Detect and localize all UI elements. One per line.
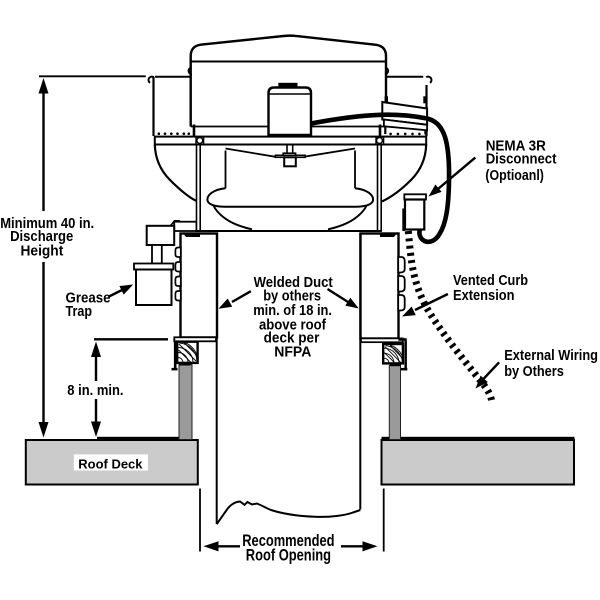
- svg-text:NFPA: NFPA: [274, 345, 311, 361]
- svg-text:Vented Curb: Vented Curb: [453, 273, 528, 289]
- svg-text:min. of 18 in.: min. of 18 in.: [253, 303, 332, 319]
- svg-text:Grease: Grease: [66, 290, 111, 306]
- svg-text:Disconnect: Disconnect: [486, 151, 557, 167]
- svg-text:Trap: Trap: [66, 304, 93, 320]
- svg-text:by others: by others: [263, 289, 321, 305]
- svg-text:Welded Duct: Welded Duct: [254, 275, 333, 291]
- svg-text:NEMA 3R: NEMA 3R: [486, 139, 547, 155]
- svg-text:Roof Deck: Roof Deck: [78, 456, 143, 471]
- svg-text:Roof Opening: Roof Opening: [246, 547, 331, 565]
- svg-text:above roof: above roof: [259, 317, 326, 333]
- svg-text:Discharge: Discharge: [10, 229, 73, 245]
- svg-text:Minimum 40 in.: Minimum 40 in.: [0, 216, 94, 232]
- svg-text:(Optioanl): (Optioanl): [485, 168, 544, 184]
- svg-text:Height: Height: [21, 244, 64, 260]
- svg-text:Recommended: Recommended: [242, 532, 334, 550]
- svg-text:8 in. min.: 8 in. min.: [67, 383, 123, 399]
- svg-text:Extension: Extension: [453, 288, 515, 304]
- svg-text:deck per: deck per: [264, 331, 320, 347]
- svg-text:External Wiring: External Wiring: [504, 348, 598, 364]
- svg-text:by Others: by Others: [504, 364, 564, 380]
